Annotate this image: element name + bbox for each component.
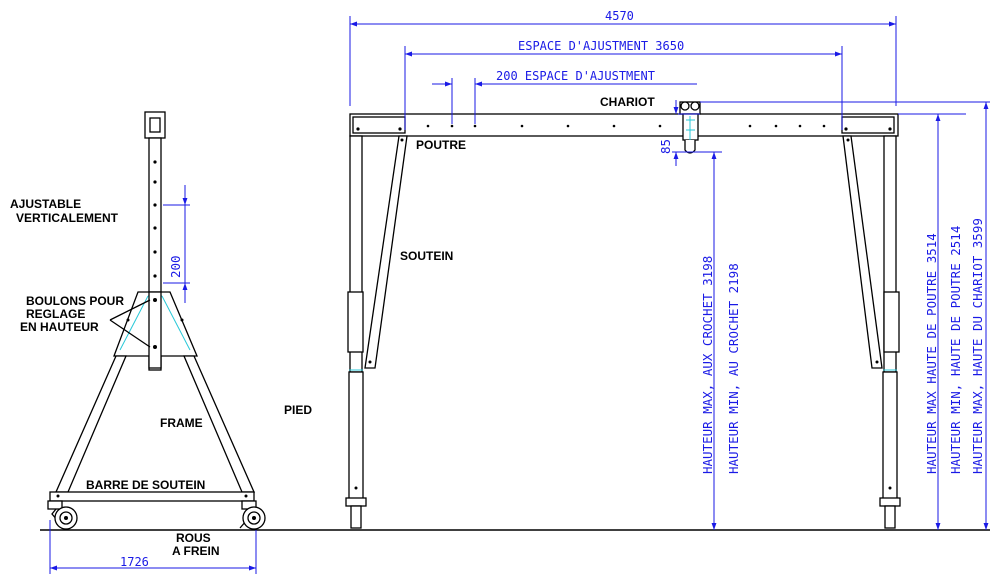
left-leg-sleeve [347, 291, 364, 353]
total-width-dim-lines [349, 16, 897, 106]
label-verticalement: VERTICALEMENT [16, 211, 119, 225]
base-width-dim: 1726 [120, 555, 149, 569]
label-soutein: SOUTEIN [400, 249, 453, 263]
side-view: 200 1726 [47, 111, 266, 574]
bolt-leader-1 [109, 299, 151, 321]
beam-min-dim: HAUTEUR MIN, HAUTE DE POUTRE 2514 [948, 226, 963, 474]
adjust-space-dim: ESPACE D'AJUSTMENT 3650 [518, 39, 684, 53]
adjust-step-dim-lines [432, 78, 697, 124]
left-brace [364, 135, 408, 369]
label-en-hauteur: EN HAUTEUR [20, 320, 99, 334]
hook-max-dim: HAUTEUR MAX, AUX CROCHET 3198 [700, 256, 715, 474]
label-pied: PIED [284, 403, 312, 417]
bolt-leader-2 [109, 319, 151, 348]
adjust-space-dim-lines [404, 46, 843, 130]
label-frame: FRAME [160, 416, 203, 430]
vertical-step-dim-lines [163, 185, 190, 303]
beam-holes [356, 124, 892, 131]
label-rous: ROUS [176, 531, 211, 545]
beam-max-dim: HAUTEUR MAX HAUTE DE POUTRE 3514 [924, 233, 939, 474]
label-a-frein: A FREIN [172, 544, 220, 558]
label-poutre: POUTRE [416, 138, 466, 152]
right-leg-lower [882, 371, 898, 501]
label-chariot: CHARIOT [600, 95, 655, 109]
right-foot [884, 505, 896, 529]
right-brake-wheel [239, 500, 266, 530]
left-brake-wheel [47, 500, 78, 530]
side-left-leg [55, 355, 127, 493]
post-holes [153, 160, 157, 278]
side-clamp-inner [149, 117, 161, 133]
left-foot [350, 505, 362, 529]
left-foot-plate [345, 497, 367, 507]
front-view [345, 101, 901, 529]
total-width-dim: 4570 [605, 9, 634, 23]
chariot-drop-dim: 85 [658, 139, 673, 154]
base-width-dim-lines [49, 520, 257, 574]
head-bolts [126, 298, 184, 349]
right-leg-sleeve [883, 291, 900, 353]
label-barre-de-soutein: BARRE DE SOUTEIN [86, 478, 205, 492]
label-boulons: BOULONS POUR [26, 294, 124, 308]
chariot-trolley [679, 101, 701, 154]
beam [349, 113, 899, 137]
label-ajustable: AJUSTABLE [10, 197, 81, 211]
label-reglage: REGLAGE [26, 307, 85, 321]
left-leg-lower [348, 371, 364, 501]
vertical-step-dim: 200 [168, 255, 183, 278]
side-top-clamp [144, 111, 166, 139]
side-support-bar [49, 491, 255, 502]
chariot-max-dim: HAUTEUR MAX, HAUTE DU CHARIOT 3599 [970, 218, 985, 474]
right-foot-plate [879, 497, 901, 507]
adjust-step-dim: 200 ESPACE D'AJUSTMENT [496, 69, 655, 83]
hook-min-dim: HAUTEUR MIN, AU CROCHET 2198 [726, 263, 741, 474]
side-post-lower [148, 291, 162, 369]
right-brace [842, 135, 883, 369]
